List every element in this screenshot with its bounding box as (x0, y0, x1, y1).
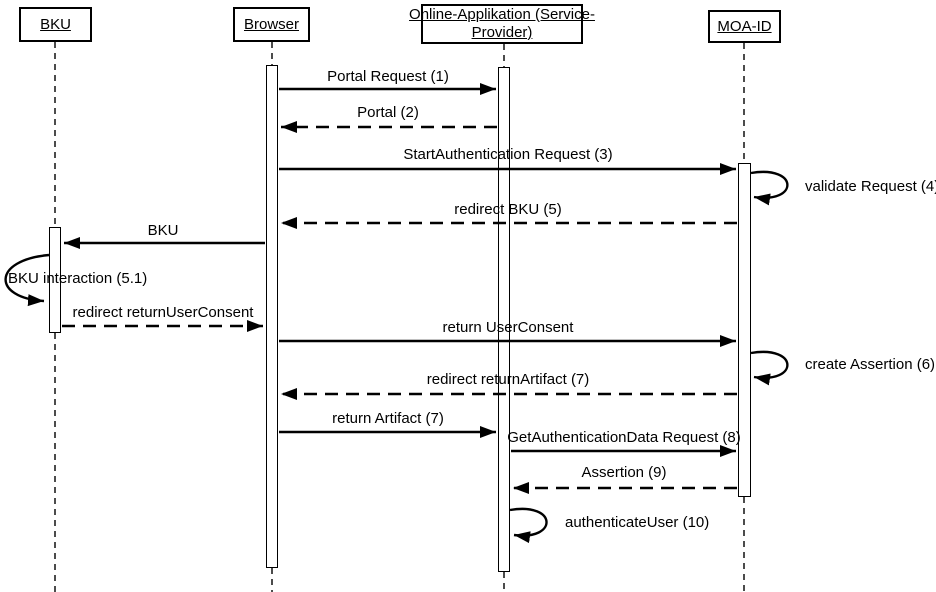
actor-label-moa-id: MOA-ID (717, 17, 772, 35)
message-label-return-userconsent: return UserConsent (442, 319, 574, 336)
message-label-validate-request: validate Request (4) (805, 178, 936, 195)
message-label-redirect-bku: redirect BKU (5) (454, 201, 562, 218)
actor-box-browser: Browser (233, 7, 310, 42)
actor-box-moa-id: MOA-ID (708, 10, 781, 43)
message-label-portal-request: Portal Request (1) (327, 68, 449, 85)
actor-label-online-app-line2: Provider) (471, 24, 533, 41)
message-label-redirect-returnuserconsent: redirect returnUserConsent (72, 304, 254, 321)
message-label-startauthentication-request: StartAuthentication Request (3) (403, 146, 613, 163)
actor-label-browser: Browser (243, 15, 299, 33)
message-label-assertion: Assertion (9) (581, 464, 667, 481)
message-label-return-artifact: return Artifact (7) (332, 410, 444, 427)
message-label-redirect-returnartifact: redirect returnArtifact (7) (426, 371, 590, 388)
activation-bar-online-app (498, 67, 510, 572)
activation-bar-bku (49, 227, 61, 333)
message-label-bku: BKU (147, 222, 179, 239)
activation-bar-moa-id (738, 163, 751, 497)
message-label-getauthenticationdata-request: GetAuthenticationData Request (8) (507, 429, 741, 446)
actor-box-online-app: Online-Applikation (Service- Provider) (409, 4, 595, 44)
message-label-bku-interaction: BKU interaction (5.1) (8, 270, 148, 287)
message-label-authenticateuser: authenticateUser (10) (565, 514, 710, 531)
activation-bar-browser (266, 65, 278, 568)
actor-label-bku: BKU (40, 15, 71, 33)
message-label-portal: Portal (2) (357, 104, 419, 121)
message-label-create-assertion: create Assertion (6) (805, 356, 936, 373)
actor-label-online-app-line1: Online-Applikation (Service- (409, 6, 595, 23)
actor-box-bku: BKU (19, 7, 92, 42)
